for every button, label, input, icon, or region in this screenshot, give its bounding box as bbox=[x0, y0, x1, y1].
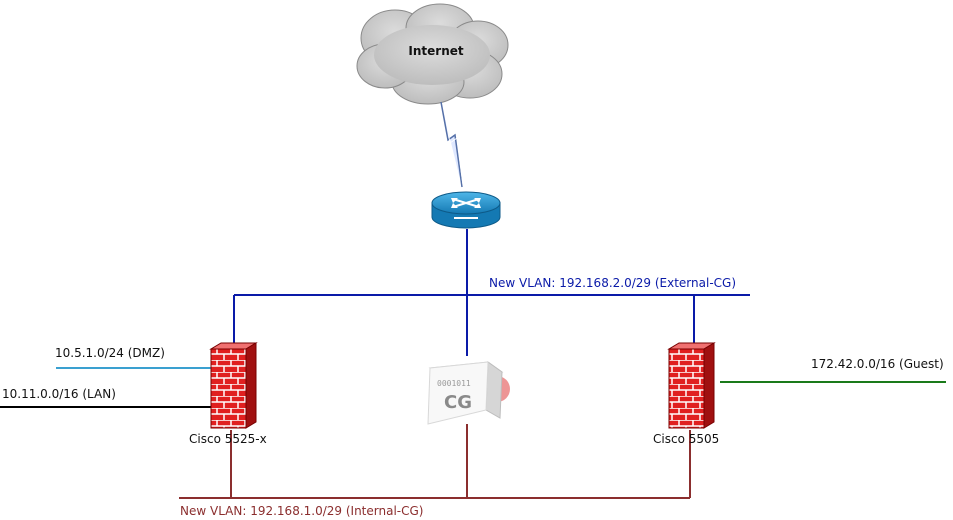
router[interactable] bbox=[431, 191, 501, 229]
internal-vlan-label: New VLAN: 192.168.1.0/29 (Internal-CG) bbox=[180, 504, 423, 518]
guest-label: 172.42.0.0/16 (Guest) bbox=[811, 357, 944, 371]
internal-vlan bbox=[179, 424, 691, 499]
firewall-icon bbox=[667, 342, 716, 429]
internet-cloud: Internet bbox=[356, 3, 509, 105]
dmz-label: 10.5.1.0/24 (DMZ) bbox=[55, 346, 165, 360]
firewall-right-label: Cisco 5505 bbox=[653, 432, 719, 446]
cg-appliance[interactable]: 0001011 CG bbox=[427, 361, 510, 425]
firewall-left[interactable]: Cisco 5525-x bbox=[189, 342, 267, 446]
router-icon bbox=[431, 191, 501, 229]
firewall-icon bbox=[209, 342, 258, 429]
internet-label: Internet bbox=[408, 44, 463, 58]
cg-appliance-icon: 0001011 CG bbox=[427, 361, 510, 425]
cg-logo-text: CG bbox=[444, 392, 472, 413]
external-vlan bbox=[233, 229, 750, 356]
cg-bits-text: 0001011 bbox=[437, 379, 471, 388]
firewall-left-label: Cisco 5525-x bbox=[189, 432, 267, 446]
firewall-right[interactable]: Cisco 5505 bbox=[653, 342, 719, 446]
lan-label: 10.11.0.0/16 (LAN) bbox=[2, 387, 116, 401]
wan-link bbox=[440, 101, 463, 188]
external-vlan-label: New VLAN: 192.168.2.0/29 (External-CG) bbox=[489, 276, 736, 290]
